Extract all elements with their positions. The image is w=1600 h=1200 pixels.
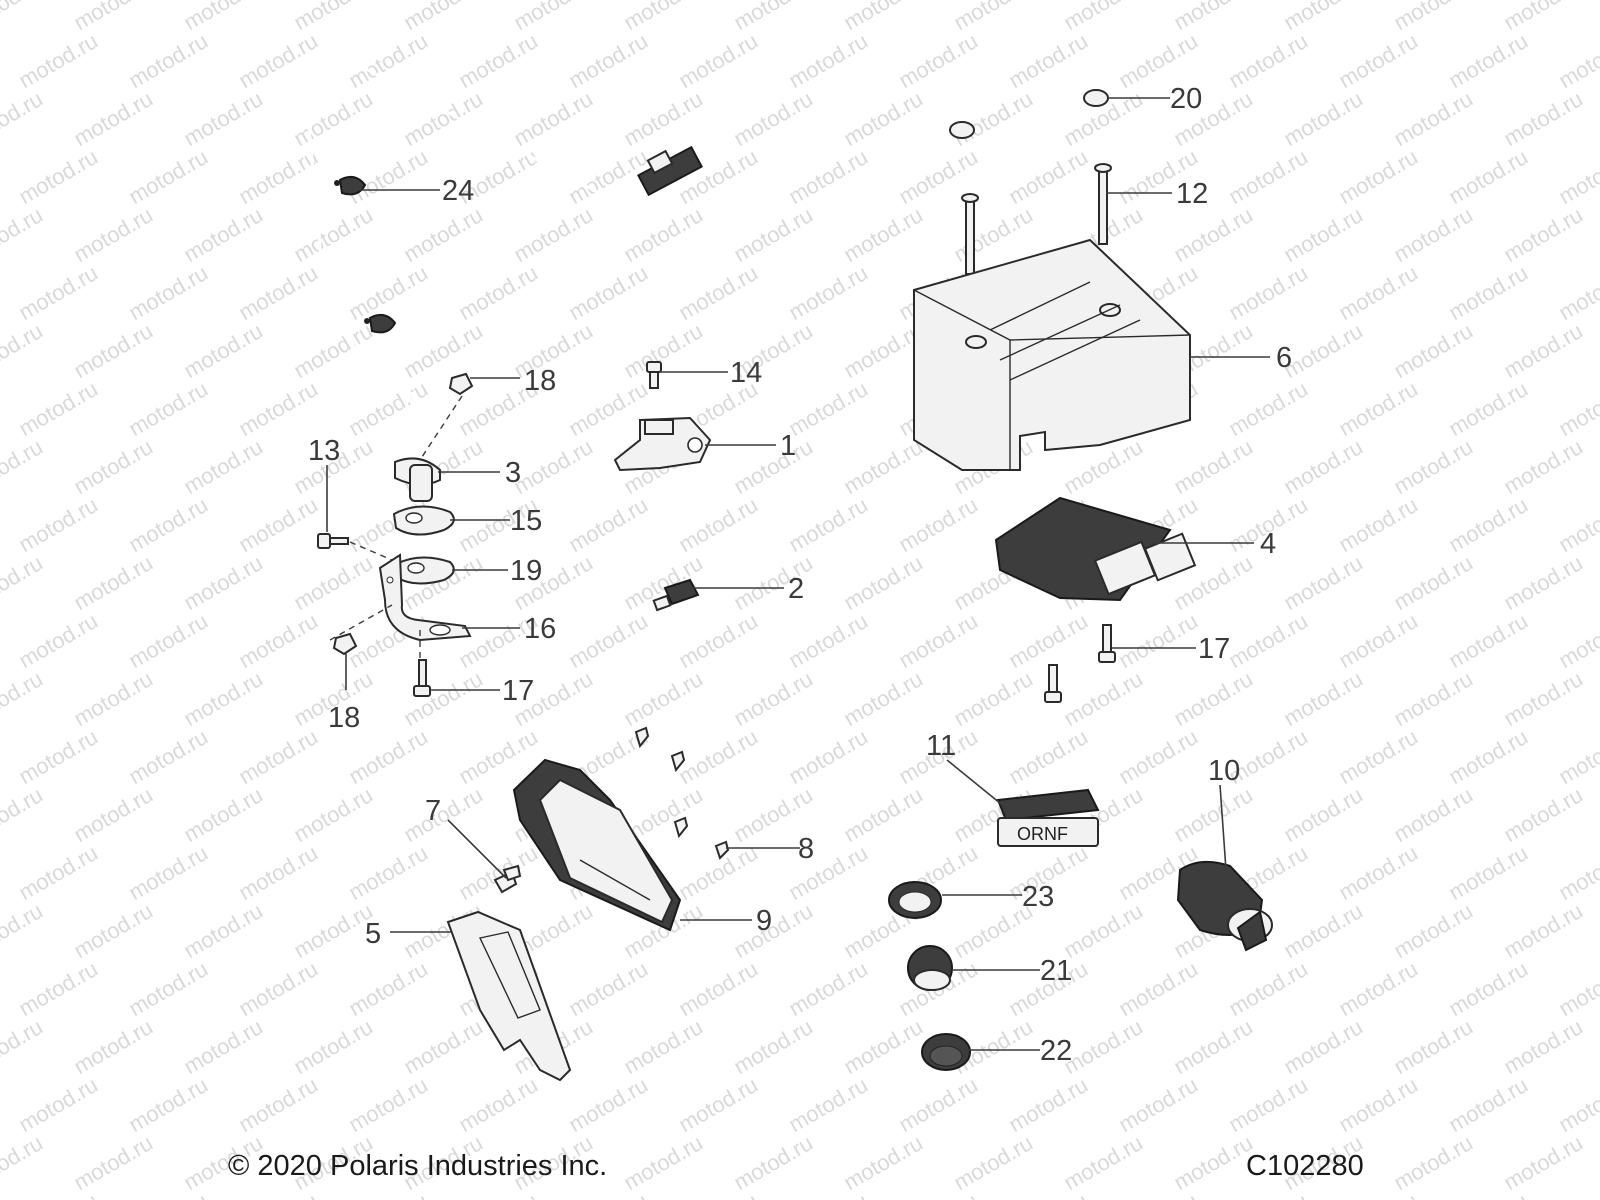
callout-5: 5	[365, 918, 381, 950]
gasket-19	[394, 556, 455, 585]
copyright-notice: © 2020 Polaris Industries Inc.	[228, 1150, 608, 1182]
callout-20: 20	[1170, 83, 1202, 115]
diagram-code: C102280	[1246, 1150, 1364, 1182]
cap-20	[949, 89, 1109, 139]
harness-connector	[636, 145, 704, 197]
callout-10: 10	[1208, 755, 1240, 787]
callout-14: 14	[730, 357, 762, 389]
bracket-5	[446, 910, 572, 1082]
callout-18-bottom: 18	[328, 702, 360, 734]
screws-8	[634, 726, 730, 860]
callout-11: 11	[926, 730, 956, 762]
callout-9: 9	[756, 905, 772, 937]
clip-24-second	[364, 313, 397, 334]
callout-21: 21	[1040, 955, 1072, 987]
bolt-17-left	[413, 659, 431, 697]
callout-15: 15	[510, 505, 542, 537]
callout-7: 7	[425, 795, 441, 827]
callout-13: 13	[308, 435, 340, 467]
clip-7	[493, 864, 522, 894]
callout-19: 19	[510, 555, 542, 587]
callouts: 1 2 3 4 5 6 7 8 9 10 11 12 13 14 15 16 1…	[308, 83, 1292, 1067]
callout-22: 22	[1040, 1035, 1072, 1067]
callout-18-top: 18	[524, 365, 556, 397]
nut-18-bottom	[332, 632, 358, 656]
callout-1: 1	[780, 430, 796, 462]
callout-17-right: 17	[1198, 633, 1230, 665]
sensor-harness	[303, 51, 704, 448]
bolt-13	[317, 533, 349, 549]
callout-2: 2	[788, 573, 804, 605]
bolt-17-right	[1044, 624, 1116, 703]
ignition-switch-10	[1176, 860, 1273, 952]
sensor-2	[652, 578, 700, 612]
bezel-23	[888, 881, 942, 919]
socket-21	[907, 945, 953, 991]
callout-17-left: 17	[502, 675, 534, 707]
callout-3: 3	[505, 457, 521, 489]
gasket-15	[392, 505, 455, 536]
bolt-12	[961, 163, 1112, 275]
leader-lines	[326, 97, 1270, 1051]
ecu-9	[512, 758, 682, 932]
cover-6	[913, 238, 1191, 471]
callout-24: 24	[442, 175, 474, 207]
callout-6: 6	[1276, 342, 1292, 374]
nut-18-top	[448, 372, 474, 396]
callout-16: 16	[524, 613, 556, 645]
bolt-14	[646, 361, 662, 389]
sensor-3	[394, 457, 441, 502]
callout-12: 12	[1176, 178, 1208, 210]
cap-22	[921, 1033, 971, 1071]
svg-text:ORNF: ORNF	[1017, 824, 1068, 844]
callout-4: 4	[1260, 528, 1276, 560]
regulator-4	[994, 496, 1197, 602]
sensor-1	[613, 416, 712, 472]
switch-11: ORNF	[996, 788, 1100, 847]
callout-23: 23	[1022, 881, 1054, 913]
callout-8: 8	[798, 833, 814, 865]
clip-24	[334, 175, 367, 196]
bracket-16	[378, 553, 472, 642]
